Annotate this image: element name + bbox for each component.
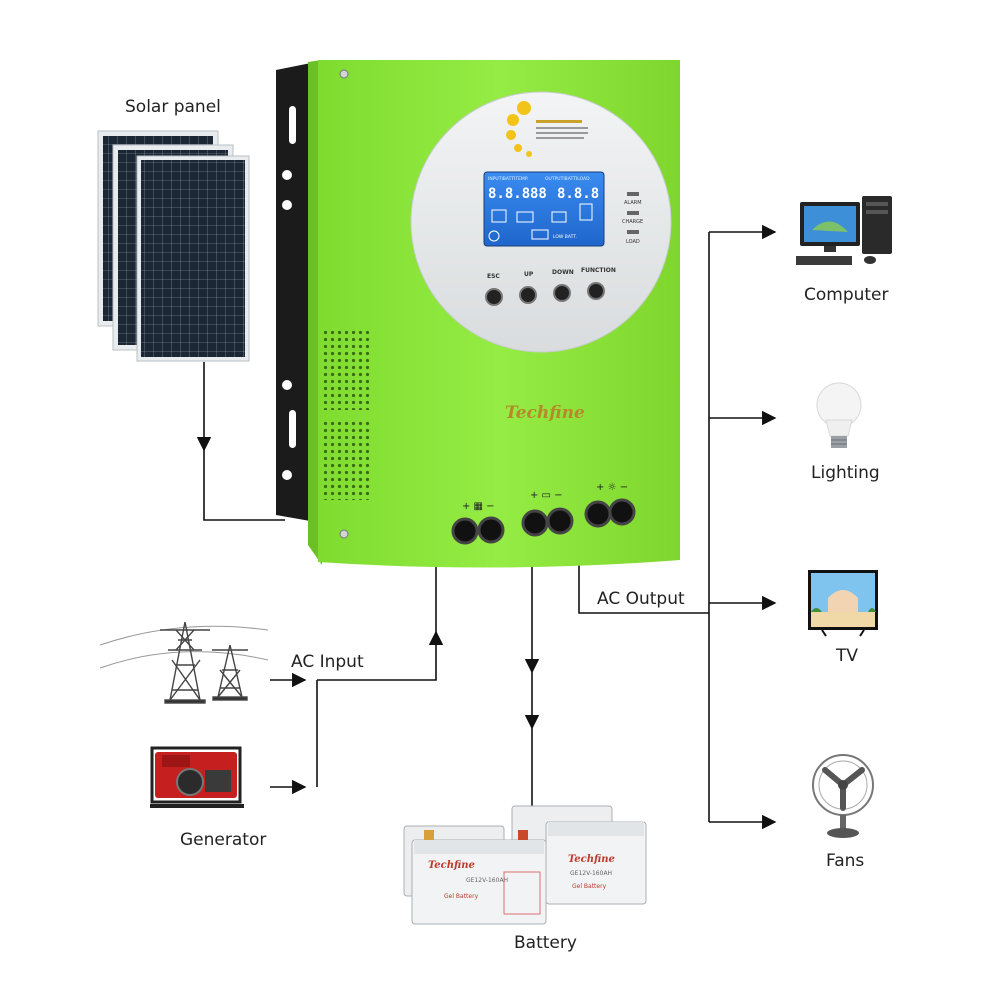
control-buttons: ESC UP DOWN FUNCTION bbox=[485, 267, 616, 306]
label-computer: Computer bbox=[804, 285, 889, 305]
indicator-alarm: ALARM bbox=[624, 200, 642, 206]
solar-wire-return bbox=[203, 450, 285, 521]
svg-text:8.8.8: 8.8.8 bbox=[488, 186, 530, 202]
label-lighting: Lighting bbox=[811, 463, 880, 483]
load-terminal-negative bbox=[608, 498, 636, 526]
fan-image bbox=[812, 754, 874, 838]
down-button[interactable] bbox=[553, 284, 571, 302]
function-button[interactable] bbox=[587, 282, 605, 300]
power-grid-image bbox=[99, 621, 269, 704]
lcd-header-left: INPUTIBATTITEMP. bbox=[488, 176, 528, 182]
label-tv: TV bbox=[835, 646, 858, 666]
lightbulb-image bbox=[816, 382, 862, 448]
battery-model-right: GE12V-160AH bbox=[570, 870, 612, 877]
computer-image bbox=[796, 196, 892, 265]
pv-terminal-positive bbox=[451, 517, 479, 545]
svg-text:+ ☼ −: + ☼ − bbox=[596, 482, 628, 493]
lcd-screen bbox=[483, 171, 605, 247]
ac-input-main bbox=[317, 640, 437, 681]
indicator-charge: CHARGE bbox=[622, 219, 643, 225]
battery-brand-front: Techfine bbox=[428, 860, 475, 871]
vent-grille-top bbox=[322, 330, 370, 410]
battery-bank-image: Techfine GE12V-160AH Gel Battery Techfin… bbox=[403, 805, 647, 925]
esc-label: ESC bbox=[487, 273, 500, 280]
inverter-controller: INPUTIBATTITEMP. OUTPUTIBATTILOAD. 8.8.8… bbox=[276, 60, 680, 568]
up-button[interactable] bbox=[519, 286, 537, 304]
battery-terminal-positive bbox=[521, 509, 549, 537]
label-generator: Generator bbox=[180, 830, 266, 850]
battery-type-front: Gel Battery bbox=[444, 893, 479, 900]
up-label: UP bbox=[524, 271, 534, 278]
load-terminal-positive bbox=[584, 500, 612, 528]
svg-text:8.8.8: 8.8.8 bbox=[557, 186, 599, 202]
svg-text:+ ▦ −: + ▦ − bbox=[462, 501, 495, 512]
label-fans: Fans bbox=[826, 851, 864, 871]
diagram-labels: Solar panel AC Input Generator Battery A… bbox=[125, 97, 889, 953]
svg-text:+ ▭ −: + ▭ − bbox=[530, 490, 563, 501]
lcd-low-batt: LOW BATT. bbox=[553, 234, 577, 240]
battery-type-right: Gel Battery bbox=[572, 883, 607, 890]
down-label: DOWN bbox=[552, 269, 574, 276]
battery-model-front: GE12V-160AH bbox=[466, 877, 508, 884]
generator-image bbox=[150, 746, 244, 808]
esc-button[interactable] bbox=[485, 288, 503, 306]
status-indicators: ALARM CHARGE LOAD bbox=[622, 192, 643, 245]
tv-image bbox=[808, 570, 878, 637]
label-ac-output: AC Output bbox=[597, 589, 685, 609]
label-ac-input: AC Input bbox=[291, 652, 364, 672]
label-battery: Battery bbox=[514, 933, 577, 953]
lcd-header-right: OUTPUTIBATTILOAD. bbox=[545, 176, 591, 182]
vent-grille-bottom bbox=[322, 420, 370, 500]
function-label: FUNCTION bbox=[581, 267, 616, 274]
pv-terminal-negative bbox=[477, 516, 505, 544]
device-brand: Techfine bbox=[505, 403, 585, 423]
label-solar-panel: Solar panel bbox=[125, 97, 221, 117]
battery-terminal-negative bbox=[546, 507, 574, 535]
terminals: + ▦ − + ▭ − + ☼ − bbox=[451, 482, 636, 545]
svg-text:88: 88 bbox=[530, 186, 547, 202]
solar-panel-image bbox=[97, 130, 250, 362]
battery-brand-right: Techfine bbox=[568, 854, 615, 865]
indicator-load: LOAD bbox=[626, 239, 640, 245]
brand-logo-mark bbox=[506, 101, 588, 157]
